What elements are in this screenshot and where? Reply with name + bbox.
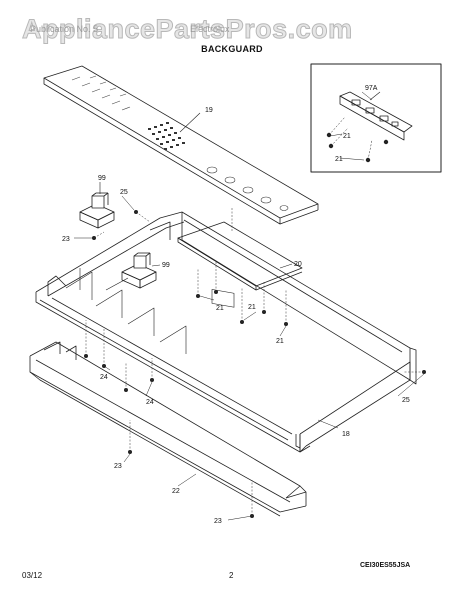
header-left-text: Publication No. 5: [30, 24, 99, 34]
callout-23-upper: 23: [62, 236, 70, 243]
callout-21-c: 21: [276, 338, 284, 345]
footer-date: 03/12: [22, 571, 43, 580]
transformer-lower: [121, 252, 157, 289]
callout-25-lower: 25: [402, 397, 410, 404]
callout-20: 20: [294, 261, 302, 268]
callout-24-a: 24: [100, 374, 108, 381]
callout-leaders: [74, 91, 425, 521]
footer-page-number: 2: [229, 571, 234, 580]
model-code: CEI30ES55JSA: [360, 562, 411, 569]
callout-23-middle: 23: [114, 463, 122, 470]
diagram-title: BACKGUARD: [201, 44, 263, 54]
callout-97a: 97A: [365, 85, 378, 92]
callout-99-lower: 99: [162, 262, 170, 269]
watermark-text: AppliancePartsPros.com: [22, 14, 353, 45]
callout-21-inset-b: 21: [335, 156, 343, 163]
board-bracket-plate: [177, 221, 303, 308]
callout-18: 18: [342, 431, 350, 438]
transformer-upper: [79, 192, 115, 229]
callout-99-upper: 99: [98, 175, 106, 182]
callout-21-b: 21: [248, 304, 256, 311]
control-board-inset: [310, 63, 442, 173]
callout-21-a: 21: [216, 305, 224, 312]
callout-22: 22: [172, 488, 180, 495]
front-trim-skirt: [29, 341, 307, 517]
header-right-text: Electrolux: [190, 24, 230, 34]
callout-24-b: 24: [146, 399, 154, 406]
callout-23-lower: 23: [214, 518, 222, 525]
leader-lines: [85, 208, 424, 516]
callout-25-upper: 25: [120, 189, 128, 196]
callout-19: 19: [205, 107, 213, 114]
control-panel-glass: [43, 65, 319, 225]
backguard-frame: [35, 211, 417, 453]
callout-21-inset-a: 21: [343, 133, 351, 140]
